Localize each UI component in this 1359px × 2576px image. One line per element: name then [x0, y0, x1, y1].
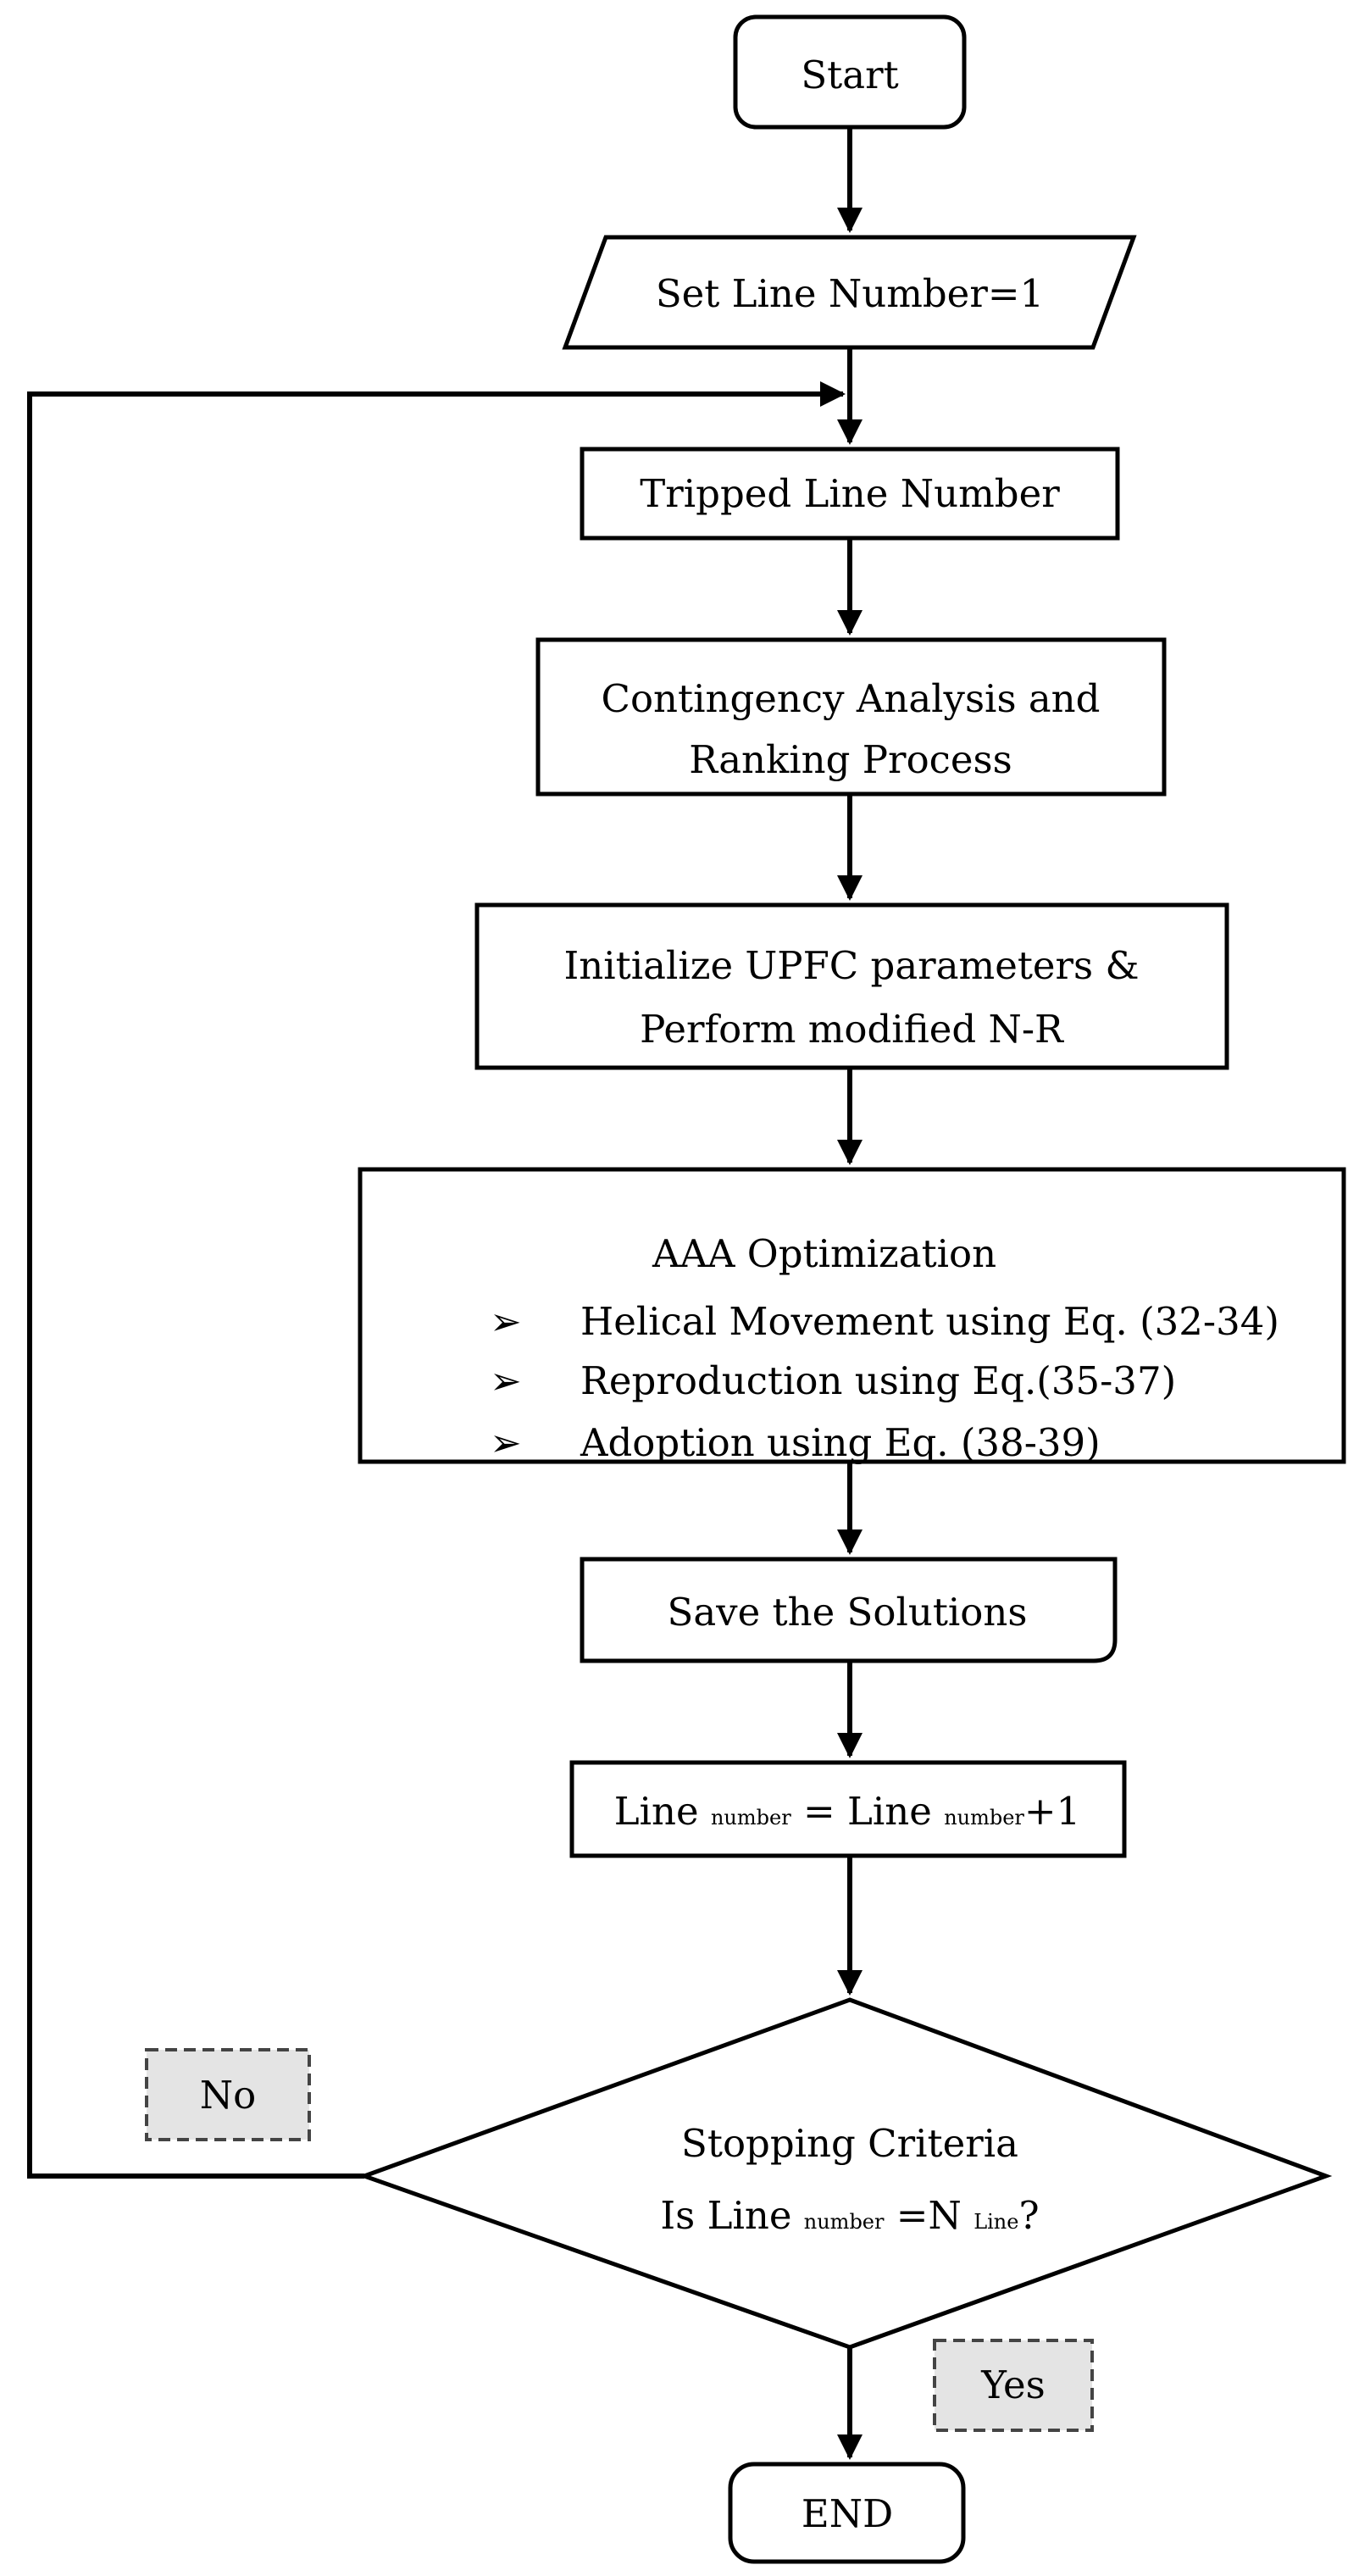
save-solutions-label: Save the Solutions	[668, 1590, 1028, 1635]
increment-label: Line number = Line number+1	[614, 1789, 1081, 1834]
start-label: Start	[801, 53, 898, 97]
aaa-optimization-node: AAA Optimization ➢ Helical Movement usin…	[358, 1167, 1346, 1465]
decision-title: Stopping Criteria	[681, 2121, 1018, 2166]
aaa-item-3: Adoption using Eq. (38-39)	[580, 1420, 1101, 1465]
set-line-label: Set Line Number=1	[656, 271, 1044, 316]
no-branch-tag: No	[145, 2048, 311, 2141]
yes-branch-tag: Yes	[933, 2339, 1094, 2432]
contingency-label-line2: Ranking Process	[689, 737, 1012, 782]
aaa-bullet-icon-2: ➢	[490, 1358, 522, 1403]
contingency-node: Contingency Analysis and Ranking Process	[535, 637, 1167, 797]
yes-branch-label: Yes	[980, 2362, 1046, 2407]
contingency-label-line1: Contingency Analysis and	[602, 676, 1101, 721]
set-line-node: Set Line Number=1	[562, 235, 1137, 350]
aaa-title: AAA Optimization	[652, 1231, 996, 1276]
tripped-line-node: Tripped Line Number	[580, 447, 1120, 541]
end-node: END	[728, 2462, 966, 2564]
aaa-item-1: Helical Movement using Eq. (32-34)	[580, 1299, 1279, 1344]
arrow-no-loop	[27, 381, 846, 2179]
start-node: Start	[733, 14, 967, 130]
save-solutions-node: Save the Solutions	[580, 1557, 1118, 1663]
aaa-item-2: Reproduction using Eq.(35-37)	[580, 1358, 1176, 1403]
no-branch-label: No	[200, 2073, 256, 2118]
aaa-bullet-icon-3: ➢	[490, 1420, 522, 1465]
initialize-node: Initialize UPFC parameters & Perform mod…	[474, 902, 1229, 1070]
stopping-criteria-decision: Stopping Criteria Is Line number =N Line…	[358, 1997, 1333, 2350]
aaa-bullet-icon-1: ➢	[490, 1299, 522, 1344]
decision-question: Is Line number =N Line?	[660, 2193, 1039, 2238]
initialize-label-line2: Perform modified N-R	[640, 1007, 1064, 1052]
increment-node: Line number = Line number+1	[569, 1760, 1127, 1858]
tripped-line-label: Tripped Line Number	[640, 471, 1060, 516]
initialize-label-line1: Initialize UPFC parameters &	[564, 943, 1140, 988]
end-label: END	[802, 2491, 893, 2536]
